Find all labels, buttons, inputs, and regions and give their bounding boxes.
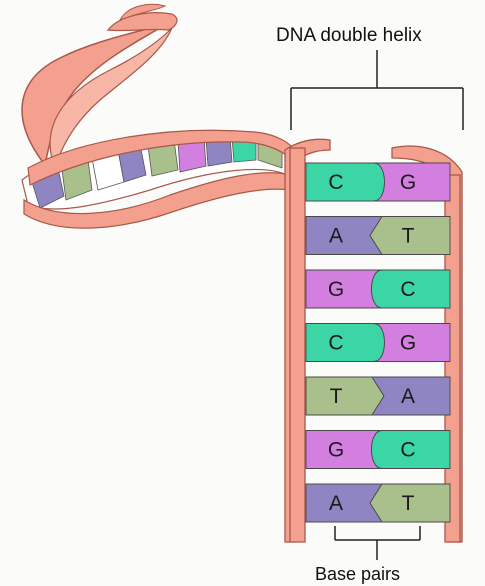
- base-pair-rungs: C G A T G C C G T A G C A T: [306, 163, 450, 522]
- base-C-left: [306, 324, 385, 362]
- base-letter-right: T: [402, 492, 415, 515]
- base-letter-left: A: [329, 492, 343, 515]
- base-C-left: [306, 163, 385, 201]
- base-letter-right: G: [400, 171, 416, 194]
- base-pairs-label: Base pairs: [315, 564, 400, 585]
- base-letter-left: C: [328, 332, 343, 355]
- base-letter-left: T: [330, 385, 343, 408]
- helix-bracket: [291, 50, 463, 130]
- base-letter-right: G: [400, 332, 416, 355]
- base-letter-left: C: [328, 171, 343, 194]
- base-letter-left: A: [329, 225, 343, 248]
- base-pairs-bracket: [335, 526, 420, 560]
- base-letter-right: C: [400, 439, 415, 462]
- base-letter-right: C: [400, 278, 415, 301]
- base-letter-right: A: [401, 385, 415, 408]
- base-letter-left: G: [328, 278, 344, 301]
- helix-label: DNA double helix: [276, 25, 422, 47]
- base-letter-left: G: [328, 439, 344, 462]
- base-letter-right: T: [402, 225, 415, 248]
- base-T-left: [306, 377, 384, 415]
